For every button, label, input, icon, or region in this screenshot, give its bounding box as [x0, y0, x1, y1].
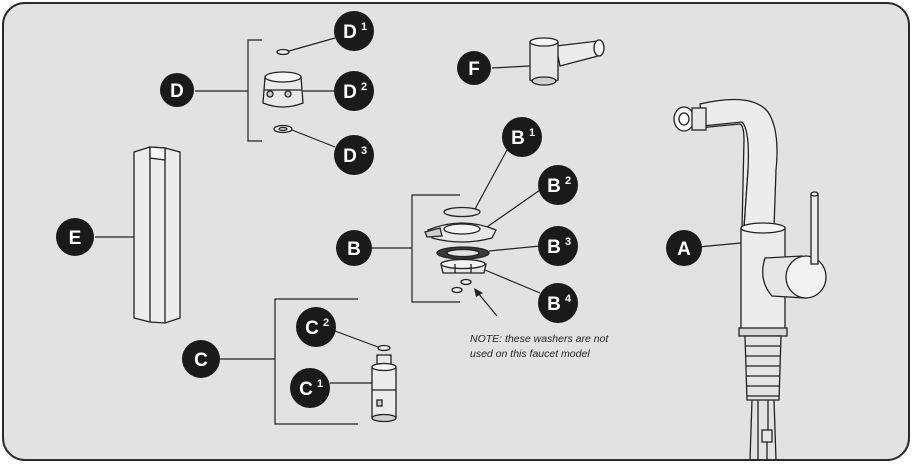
badge-c-letter: C	[194, 350, 208, 371]
badge-d3: D 3	[334, 135, 374, 175]
bracket-c	[274, 298, 358, 425]
part-e-sleeve	[133, 146, 181, 324]
badge-d1: D 1	[334, 11, 374, 51]
badge-c1-sup: 1	[317, 378, 323, 390]
part-f-spray-head	[529, 37, 605, 86]
badge-b2: B 2	[538, 165, 578, 205]
part-b1-o-ring	[443, 206, 481, 218]
note-line-1: NOTE: these washers are not	[470, 333, 609, 345]
part-b2-cartridge-cap	[424, 222, 497, 243]
badge-a: A	[666, 230, 702, 266]
badge-b4-letter: B	[547, 294, 561, 315]
badge-c2-sup: 2	[323, 317, 329, 329]
note-arrow	[477, 292, 498, 317]
badge-f-letter: F	[468, 59, 480, 80]
leader-b4	[484, 269, 541, 294]
badge-b3-sup: 3	[565, 236, 571, 248]
part-d2-aerator-housing	[262, 71, 304, 108]
badge-c2-letter: C	[305, 318, 319, 339]
badge-d-letter: D	[170, 81, 184, 102]
part-d3-washer	[273, 124, 293, 134]
badge-d1-letter: D	[343, 22, 357, 43]
badge-d2-sup: 2	[361, 81, 367, 93]
badge-b2-letter: B	[547, 176, 561, 197]
badge-b: B	[336, 230, 372, 266]
part-c1-connector	[371, 354, 397, 423]
badge-b4-sup: 4	[565, 293, 572, 305]
badge-d: D	[160, 73, 194, 107]
badge-c: C	[182, 340, 220, 378]
leader-f	[491, 65, 531, 69]
note-arrowhead	[474, 288, 483, 297]
part-a-faucet	[673, 98, 827, 461]
badge-a-letter: A	[677, 239, 691, 260]
badge-b3: B 3	[538, 226, 578, 266]
badge-b-letter: B	[347, 239, 361, 260]
part-d1-washer	[276, 48, 290, 56]
badge-f: F	[457, 51, 491, 85]
badge-d1-sup: 1	[361, 21, 367, 33]
leader-d1	[288, 37, 336, 52]
badge-b4: B 4	[538, 283, 578, 323]
badge-d3-letter: D	[343, 146, 357, 167]
part-c2-washer	[377, 344, 391, 352]
part-b4-nut	[440, 258, 487, 274]
leader-b3	[488, 245, 541, 252]
badge-c1: C 1	[290, 368, 330, 408]
badge-d2: D 2	[334, 71, 374, 111]
badge-b2-sup: 2	[565, 175, 571, 187]
unused-washers	[451, 278, 472, 294]
badge-b1-sup: 1	[529, 127, 535, 139]
badge-d2-letter: D	[343, 82, 357, 103]
badge-e-letter: E	[69, 228, 82, 249]
leader-a	[697, 242, 742, 248]
leader-b2	[486, 189, 541, 228]
badge-b3-letter: B	[547, 237, 561, 258]
badge-b1: B 1	[502, 117, 542, 157]
note-line-2: used on this faucet model	[470, 348, 590, 360]
badge-b1-letter: B	[511, 128, 525, 149]
badge-d3-sup: 3	[361, 145, 367, 157]
badge-e: E	[56, 218, 94, 256]
leader-b1	[474, 149, 508, 210]
badge-c1-letter: C	[299, 379, 313, 400]
leader-d3	[291, 129, 336, 148]
part-b3-gasket	[436, 246, 490, 260]
leader-c2	[334, 330, 379, 348]
badge-c2: C 2	[296, 307, 336, 347]
